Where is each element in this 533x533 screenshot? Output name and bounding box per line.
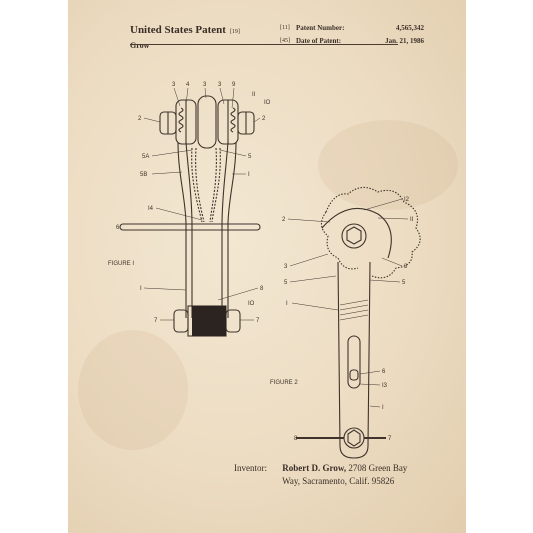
slot	[347, 335, 361, 389]
svg-text:8: 8	[260, 286, 264, 292]
bottom-axle	[343, 427, 365, 449]
trigger-wire	[191, 147, 205, 223]
patent-title: United States Patent	[130, 24, 226, 36]
inventor-block: Inventor: Robert D. Grow, 2708 Green Bay…	[234, 462, 407, 488]
svg-text:I: I	[140, 286, 142, 292]
patent-number: 4,565,342	[396, 24, 424, 32]
svg-text:3: 3	[404, 264, 408, 270]
stem-body	[337, 261, 371, 459]
trigger-wire	[209, 147, 221, 223]
svg-text:I2: I2	[404, 197, 410, 203]
svg-text:I: I	[382, 405, 384, 411]
rock-outline	[325, 186, 421, 279]
sleeve-shading	[192, 306, 226, 336]
svg-text:I3: I3	[382, 383, 388, 389]
svg-text:5B: 5B	[140, 172, 147, 178]
svg-text:7: 7	[256, 318, 260, 324]
svg-text:II: II	[410, 217, 414, 223]
inventor-label: Inventor:	[234, 463, 267, 473]
paper-stain	[318, 120, 458, 210]
svg-text:9: 9	[232, 82, 236, 88]
bottom-hex	[347, 429, 361, 447]
hatching	[339, 299, 369, 321]
svg-text:IO: IO	[264, 100, 271, 106]
svg-text:5: 5	[402, 280, 406, 286]
svg-text:5: 5	[248, 154, 252, 160]
cam-center	[197, 95, 217, 149]
svg-text:5A: 5A	[142, 154, 149, 160]
axle-hex	[346, 226, 362, 245]
figure-1-leaders	[143, 87, 261, 321]
address-line-2: Way, Sacramento, Calif. 95826	[282, 476, 395, 486]
figure-1-label: FIGURE I	[108, 261, 134, 267]
svg-text:3: 3	[218, 82, 222, 88]
svg-text:7: 7	[154, 318, 158, 324]
svg-text:6: 6	[382, 369, 386, 375]
patent-header-left: United States Patent[19] Grow	[130, 20, 240, 50]
svg-text:7: 7	[388, 436, 392, 442]
patent-date: Jan. 21, 1986	[385, 37, 424, 45]
svg-text:2: 2	[262, 116, 266, 122]
title-ref: [19]	[229, 29, 240, 35]
svg-text:2: 2	[282, 217, 286, 223]
svg-text:3: 3	[172, 82, 176, 88]
figure-2-drawing: FIGURE 2	[270, 186, 421, 459]
inventor-short: Grow	[130, 41, 150, 50]
svg-text:8: 8	[294, 436, 298, 442]
date-label: Date of Patent:	[296, 37, 342, 45]
spring-left	[178, 107, 184, 133]
figure-2-label: FIGURE 2	[270, 380, 298, 386]
slider	[349, 369, 359, 381]
svg-text:I: I	[248, 172, 250, 178]
svg-text:5: 5	[284, 280, 288, 286]
spring-right	[230, 107, 236, 133]
cross-pin	[119, 223, 261, 231]
figure-1-drawing: FIGURE I	[108, 95, 261, 337]
figure-2-callouts: I2 2 II 3 3 5 5 I 6I3 I 8 7	[282, 197, 414, 442]
address-line-1: 2708 Green Bay	[348, 463, 408, 473]
figure-2-leaders	[287, 198, 409, 408]
svg-text:2: 2	[138, 116, 142, 122]
svg-text:II: II	[252, 92, 256, 98]
inventor-name: Robert D. Grow,	[282, 463, 347, 473]
patent-header-right: [11] Patent Number: 4,565,342 [45] Date …	[280, 22, 424, 48]
cam-lobe	[321, 207, 392, 259]
svg-text:IO: IO	[248, 301, 255, 307]
svg-text:3: 3	[203, 82, 207, 88]
stem-left	[177, 141, 193, 318]
patent-number-label: Patent Number:	[296, 24, 345, 32]
patent-sheet: United States Patent[19] Grow [11] Paten…	[68, 0, 466, 533]
svg-text:6: 6	[116, 225, 120, 231]
date-ref: [45]	[280, 38, 290, 44]
svg-text:3: 3	[284, 264, 288, 270]
axle-head	[341, 223, 367, 249]
rock-outline	[320, 211, 359, 270]
header-rule	[130, 44, 398, 45]
svg-text:I: I	[286, 301, 288, 307]
svg-text:4: 4	[186, 82, 190, 88]
paper-stain	[78, 330, 188, 450]
svg-text:I4: I4	[148, 206, 154, 212]
patent-number-ref: [11]	[280, 25, 290, 31]
